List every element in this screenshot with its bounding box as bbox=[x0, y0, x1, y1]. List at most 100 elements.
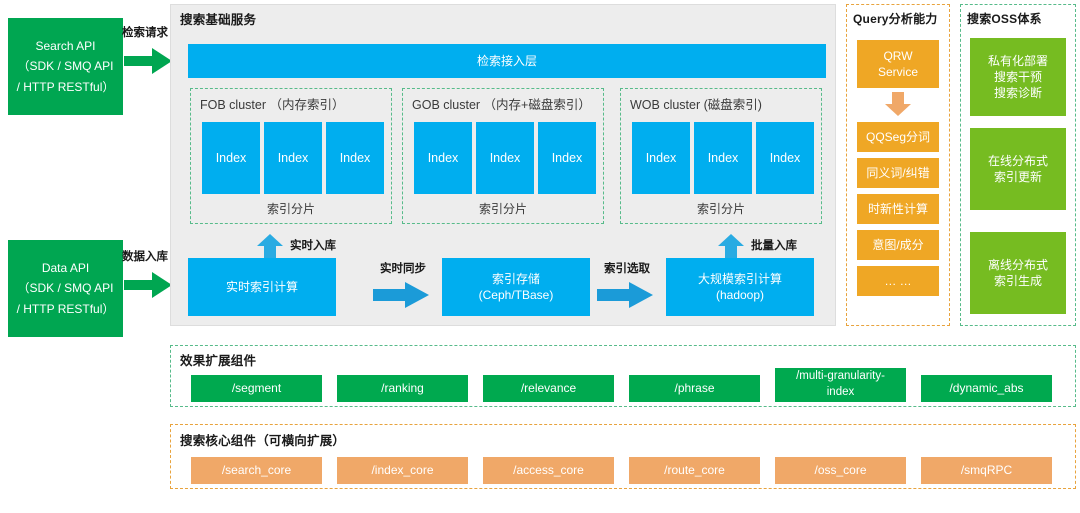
large-scale-line-1: (hadoop) bbox=[715, 288, 765, 302]
wob-index-0[interactable]: Index bbox=[632, 122, 690, 194]
qqseg-label: QQSeg分词 bbox=[865, 129, 931, 144]
freshness-compute-box[interactable]: 时新性计算 bbox=[857, 194, 939, 224]
effect-components-group bbox=[170, 345, 1076, 407]
qqseg-tokenizer-box[interactable]: QQSeg分词 bbox=[857, 122, 939, 152]
index-storage-box[interactable]: 索引存储 (Ceph/TBase) bbox=[442, 258, 590, 316]
private-deploy-line-1: 搜索干预 bbox=[993, 69, 1042, 84]
index-label: Index bbox=[769, 150, 801, 165]
effect-label: /phrase bbox=[674, 381, 715, 396]
wob-cluster-title: WOB cluster (磁盘索引) bbox=[630, 98, 762, 112]
index-label: Index bbox=[215, 150, 247, 165]
wob-index-1[interactable]: Index bbox=[694, 122, 752, 194]
index-label: Index bbox=[427, 150, 459, 165]
fob-index-0[interactable]: Index bbox=[202, 122, 260, 194]
realtime-sync-label: 实时同步 bbox=[380, 263, 426, 275]
large-scale-line-0: 大规模索引计算 bbox=[697, 271, 782, 286]
effect-label: /segment bbox=[231, 381, 282, 396]
core-item-smq-rpc[interactable]: /smqRPC bbox=[921, 457, 1052, 484]
search-api-box[interactable]: Search API （SDK / SMQ API / HTTP RESTful… bbox=[8, 18, 123, 115]
fob-cluster-group bbox=[190, 88, 392, 224]
fob-shard-label: 索引分片 bbox=[266, 202, 315, 216]
intent-component-box[interactable]: 意图/成分 bbox=[857, 230, 939, 260]
data-api-line-1: （SDK / SMQ API bbox=[17, 281, 114, 296]
index-label: Index bbox=[489, 150, 521, 165]
private-deploy-box[interactable]: 私有化部署 搜索干预 搜索诊断 bbox=[970, 38, 1066, 116]
core-item-search-core[interactable]: /search_core bbox=[191, 457, 322, 484]
large-scale-index-compute-box[interactable]: 大规模索引计算 (hadoop) bbox=[666, 258, 814, 316]
effect-components-title: 效果扩展组件 bbox=[180, 354, 257, 368]
data-api-line-0: Data API bbox=[41, 260, 90, 275]
wob-shard-label: 索引分片 bbox=[696, 202, 745, 216]
gob-index-2[interactable]: Index bbox=[538, 122, 596, 194]
batch-ingest-arrow-icon bbox=[718, 234, 744, 258]
core-item-access-core[interactable]: /access_core bbox=[483, 457, 614, 484]
core-components-group bbox=[170, 424, 1076, 489]
gob-shard-label: 索引分片 bbox=[478, 202, 527, 216]
realtime-ingest-label: 实时入库 bbox=[290, 240, 336, 252]
search-api-line-2: / HTTP RESTful） bbox=[16, 79, 115, 94]
data-api-box[interactable]: Data API （SDK / SMQ API / HTTP RESTful） bbox=[8, 240, 123, 337]
effect-label: /dynamic_abs bbox=[949, 381, 1024, 396]
fob-index-1[interactable]: Index bbox=[264, 122, 322, 194]
query-analysis-group bbox=[846, 4, 950, 326]
fob-index-2[interactable]: Index bbox=[326, 122, 384, 194]
index-label: Index bbox=[277, 150, 309, 165]
wob-index-2[interactable]: Index bbox=[756, 122, 814, 194]
core-label: /index_core bbox=[371, 463, 434, 478]
qrw-service-box[interactable]: QRW Service bbox=[857, 40, 939, 88]
private-deploy-line-2: 搜索诊断 bbox=[993, 86, 1042, 101]
offline-index-build-box[interactable]: 离线分布式 索引生成 bbox=[970, 232, 1066, 314]
effect-item-dynamic-abs[interactable]: /dynamic_abs bbox=[921, 375, 1052, 402]
online-index-line-0: 在线分布式 bbox=[987, 153, 1048, 168]
query-analysis-title: Query分析能力 bbox=[853, 12, 938, 26]
effect-item-relevance[interactable]: /relevance bbox=[483, 375, 614, 402]
search-base-service-title: 搜索基础服务 bbox=[180, 13, 257, 27]
index-label: Index bbox=[551, 150, 583, 165]
realtime-index-compute-box[interactable]: 实时索引计算 bbox=[188, 258, 336, 316]
effect-label: /ranking bbox=[381, 381, 424, 396]
data-api-line-2: / HTTP RESTful） bbox=[16, 301, 115, 316]
core-label: /access_core bbox=[513, 463, 584, 478]
effect-item-ranking[interactable]: /ranking bbox=[337, 375, 468, 402]
online-index-line-1: 索引更新 bbox=[993, 170, 1042, 184]
effect-label-line-1: index bbox=[826, 386, 855, 398]
oss-system-title: 搜索OSS体系 bbox=[967, 12, 1042, 26]
synonym-label: 同义词/纠错 bbox=[866, 165, 930, 180]
effect-item-phrase[interactable]: /phrase bbox=[629, 375, 760, 402]
qrw-line-0: QRW bbox=[883, 48, 913, 63]
core-label: /smqRPC bbox=[960, 463, 1013, 478]
online-index-update-box[interactable]: 在线分布式 索引更新 bbox=[970, 128, 1066, 210]
gob-cluster-group bbox=[402, 88, 604, 224]
core-components-title: 搜索核心组件（可横向扩展） bbox=[180, 434, 346, 448]
private-deploy-line-0: 私有化部署 bbox=[987, 53, 1048, 68]
data-ingest-arrow-icon bbox=[124, 272, 172, 298]
access-layer-bar[interactable]: 检索接入层 bbox=[188, 44, 826, 78]
freshness-label: 时新性计算 bbox=[867, 201, 928, 216]
access-layer-label: 检索接入层 bbox=[476, 53, 537, 68]
synonym-correct-box[interactable]: 同义词/纠错 bbox=[857, 158, 939, 188]
effect-item-multi-granularity-index[interactable]: /multi-granularity- index bbox=[775, 368, 906, 402]
index-label: Index bbox=[645, 150, 677, 165]
core-item-route-core[interactable]: /route_core bbox=[629, 457, 760, 484]
realtime-sync-arrow-icon bbox=[373, 282, 429, 308]
gob-index-0[interactable]: Index bbox=[414, 122, 472, 194]
offline-index-line-0: 离线分布式 bbox=[987, 257, 1048, 272]
effect-item-segment[interactable]: /segment bbox=[191, 375, 322, 402]
index-label: Index bbox=[339, 150, 371, 165]
query-flow-down-arrow-icon bbox=[885, 92, 911, 116]
core-item-index-core[interactable]: /index_core bbox=[337, 457, 468, 484]
effect-label: /relevance bbox=[520, 381, 577, 396]
index-storage-line-1: (Ceph/TBase) bbox=[478, 288, 554, 302]
data-ingest-label: 数据入库 bbox=[122, 251, 168, 263]
more-items-label: … … bbox=[884, 273, 912, 288]
core-item-oss-core[interactable]: /oss_core bbox=[775, 457, 906, 484]
gob-index-1[interactable]: Index bbox=[476, 122, 534, 194]
qrw-line-1: Service bbox=[877, 65, 918, 79]
core-label: /search_core bbox=[221, 463, 292, 478]
batch-ingest-label: 批量入库 bbox=[751, 240, 797, 252]
search-api-line-1: （SDK / SMQ API bbox=[17, 59, 114, 74]
search-api-line-0: Search API bbox=[35, 38, 96, 53]
oss-system-group bbox=[960, 4, 1076, 326]
realtime-index-compute-label: 实时索引计算 bbox=[225, 279, 298, 294]
more-items-box[interactable]: … … bbox=[857, 266, 939, 296]
